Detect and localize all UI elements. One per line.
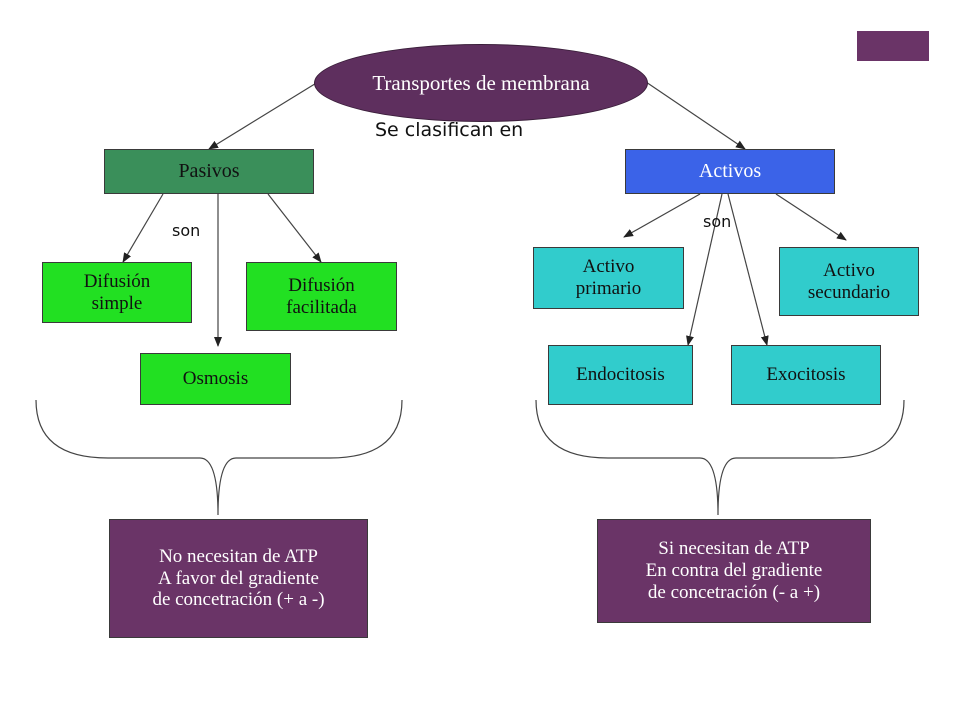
edge-root-activos — [645, 81, 746, 150]
difusion-facilitada-node: Difusión facilitada — [246, 262, 397, 331]
summary-pasivos-box: No necesitan de ATP A favor del gradient… — [109, 519, 368, 638]
activo-secundario-label: Activo secundario — [807, 259, 891, 303]
exocitosis-node: Exocitosis — [731, 345, 881, 405]
corner-decoration — [857, 31, 929, 61]
difusion-simple-label: Difusión simple — [83, 270, 151, 314]
activo-primario-label: Activo primario — [575, 256, 642, 299]
edge-activos-endocitosis — [686, 193, 723, 346]
osmosis-label: Osmosis — [182, 368, 249, 390]
difusion-facilitada-label: Difusión facilitada — [286, 274, 357, 318]
edge-activos-activo-secundario — [775, 193, 847, 241]
activos-label: Activos — [698, 160, 762, 182]
summary-activos-box: Si necesitan de ATP En contra del gradie… — [597, 519, 871, 623]
brace-left — [35, 399, 403, 516]
activo-secundario-node: Activo secundario — [779, 247, 919, 316]
edge-activos-activo-primario — [623, 193, 701, 238]
endocitosis-label: Endocitosis — [576, 364, 665, 386]
edge-activos-exocitosis — [727, 193, 769, 346]
root-label: Transportes de membrana — [372, 70, 590, 95]
brace-right — [535, 399, 905, 516]
root-node: Transportes de membrana — [314, 44, 648, 122]
endocitosis-node: Endocitosis — [548, 345, 693, 405]
edge-label-classify: Se clasifican en — [375, 119, 524, 141]
osmosis-node: Osmosis — [140, 353, 291, 405]
activos-node: Activos — [625, 149, 835, 194]
difusion-simple-node: Difusión simple — [42, 262, 192, 323]
summary-activos-text: Si necesitan de ATP En contra del gradie… — [645, 538, 823, 603]
pasivos-node: Pasivos — [104, 149, 314, 194]
edge-root-pasivos — [208, 81, 319, 150]
edge-label-son-right: son — [703, 212, 732, 231]
edge-pasivos-difusion-simple — [122, 193, 164, 263]
activo-primario-node: Activo primario — [533, 247, 684, 309]
summary-pasivos-text: No necesitan de ATP A favor del gradient… — [152, 545, 325, 611]
pasivos-label: Pasivos — [178, 160, 240, 182]
exocitosis-label: Exocitosis — [766, 364, 846, 386]
edge-pasivos-difusion-facilitada — [267, 193, 322, 263]
edge-label-son-left: son — [172, 221, 201, 240]
